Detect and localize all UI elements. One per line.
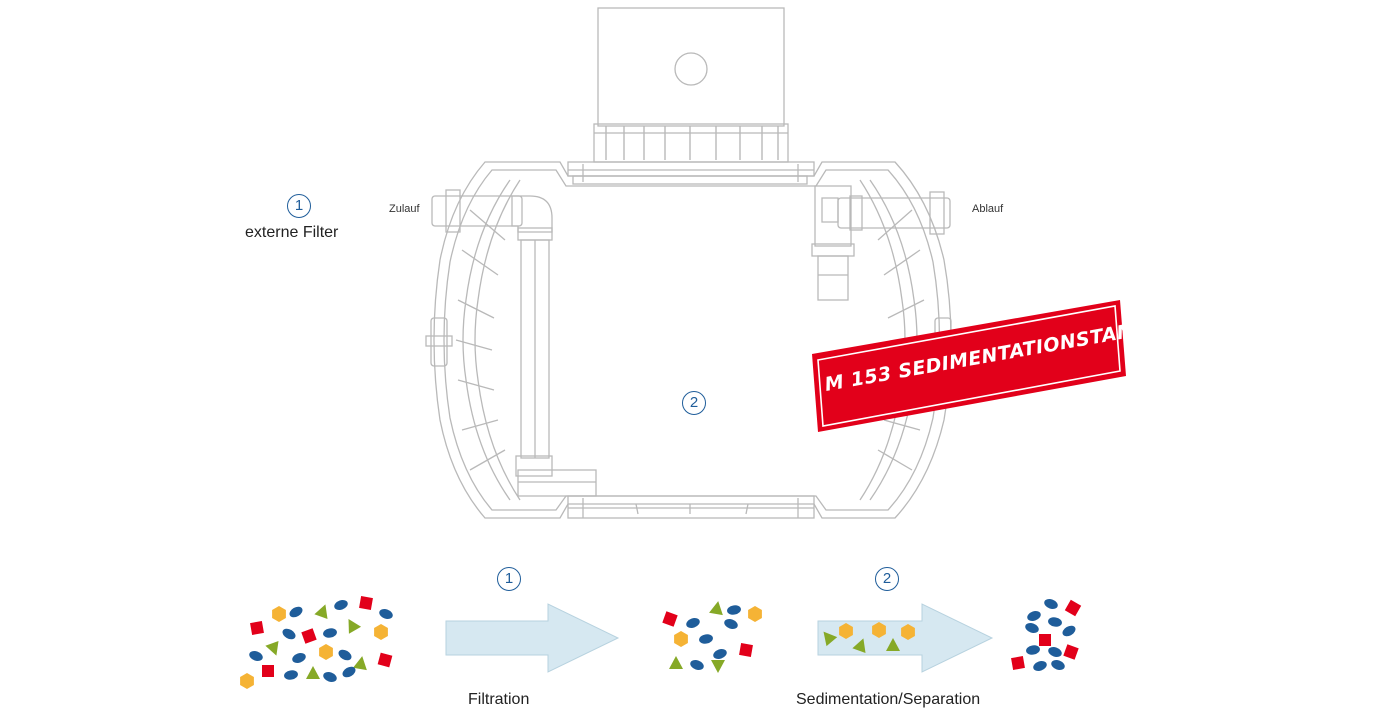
- square-particle: [1039, 634, 1051, 646]
- ellipse-particle: [1033, 661, 1047, 671]
- square-particle: [1063, 644, 1079, 660]
- hexagon-particle: [748, 606, 762, 622]
- inlet-pipe: [431, 189, 597, 497]
- ellipse-particle: [686, 618, 700, 628]
- triangle-particle: [669, 656, 683, 669]
- outlet-label: Ablauf: [972, 203, 1004, 215]
- particle-groups: [240, 596, 1082, 689]
- vent-hole-icon: [674, 52, 708, 86]
- ellipse-particle: [323, 672, 337, 682]
- triangle-particle: [353, 656, 367, 671]
- ellipse-particle: [282, 628, 296, 640]
- inlet-label: Zulauf: [389, 203, 420, 215]
- square-particle: [1011, 656, 1025, 670]
- triangle-particle: [823, 631, 838, 647]
- ellipse-particle: [342, 666, 356, 678]
- ellipse-particle: [1062, 625, 1076, 637]
- triangle-particle: [852, 638, 866, 654]
- ellipse-particle: [338, 649, 352, 661]
- tank-top-flange: [567, 161, 815, 185]
- triangle-particle: [306, 666, 320, 679]
- hexagon-particle: [374, 624, 388, 640]
- ellipse-particle: [334, 600, 348, 610]
- tank-body: [425, 161, 957, 519]
- triangle-particle: [348, 618, 362, 634]
- hexagon-particle: [674, 631, 688, 647]
- ellipse-particle: [292, 653, 306, 663]
- ellipse-particle: [249, 651, 263, 661]
- triangle-particle: [709, 601, 723, 616]
- external-filter-label: externe Filter: [245, 224, 339, 241]
- tank-number: 2: [682, 391, 706, 415]
- ellipse-particle: [1048, 647, 1062, 657]
- tank-shaft: [593, 7, 789, 163]
- hexagon-particle: [240, 673, 254, 689]
- square-particle: [359, 596, 373, 610]
- outlet-pipe: [811, 185, 951, 301]
- triangle-particle: [265, 640, 279, 656]
- ellipse-particle: [289, 606, 303, 618]
- ellipse-particle: [1051, 660, 1065, 670]
- ellipse-particle: [1027, 611, 1041, 621]
- hexagon-particle: [319, 644, 333, 660]
- ellipse-particle: [727, 605, 741, 615]
- hexagon-particle: [872, 622, 886, 638]
- ellipse-particle: [1044, 599, 1058, 609]
- square-particle: [301, 628, 317, 644]
- step1-number: 1: [287, 194, 311, 218]
- square-particle: [1064, 599, 1082, 617]
- triangle-particle: [711, 660, 725, 673]
- square-particle: [662, 611, 678, 627]
- filtration-caption: Filtration: [468, 691, 530, 708]
- ellipse-particle: [1026, 645, 1040, 655]
- ellipse-particle: [1048, 617, 1062, 627]
- tank-bottom-flange: [567, 495, 815, 519]
- square-particle: [250, 621, 264, 635]
- hexagon-particle: [839, 623, 853, 639]
- triangle-particle: [886, 638, 900, 651]
- model-banner: M 153 SEDIMENTATIONSTANKS: [812, 300, 1164, 432]
- ellipse-particle: [379, 609, 393, 619]
- filtration-arrow: [445, 603, 620, 673]
- ellipse-particle: [713, 649, 727, 659]
- square-particle: [262, 665, 274, 677]
- ellipse-particle: [690, 660, 704, 670]
- ellipse-particle: [724, 619, 738, 629]
- stage2-number: 2: [875, 567, 899, 591]
- ellipse-particle: [699, 634, 713, 644]
- ellipse-particle: [1025, 623, 1039, 633]
- triangle-particle: [314, 604, 328, 620]
- ellipse-particle: [284, 670, 298, 680]
- stage1-number: 1: [497, 567, 521, 591]
- square-particle: [377, 652, 393, 668]
- sedimentation-caption: Sedimentation/Separation: [796, 691, 981, 708]
- hexagon-particle: [901, 624, 915, 640]
- ellipse-particle: [323, 628, 337, 638]
- hexagon-particle: [272, 606, 286, 622]
- square-particle: [739, 643, 753, 657]
